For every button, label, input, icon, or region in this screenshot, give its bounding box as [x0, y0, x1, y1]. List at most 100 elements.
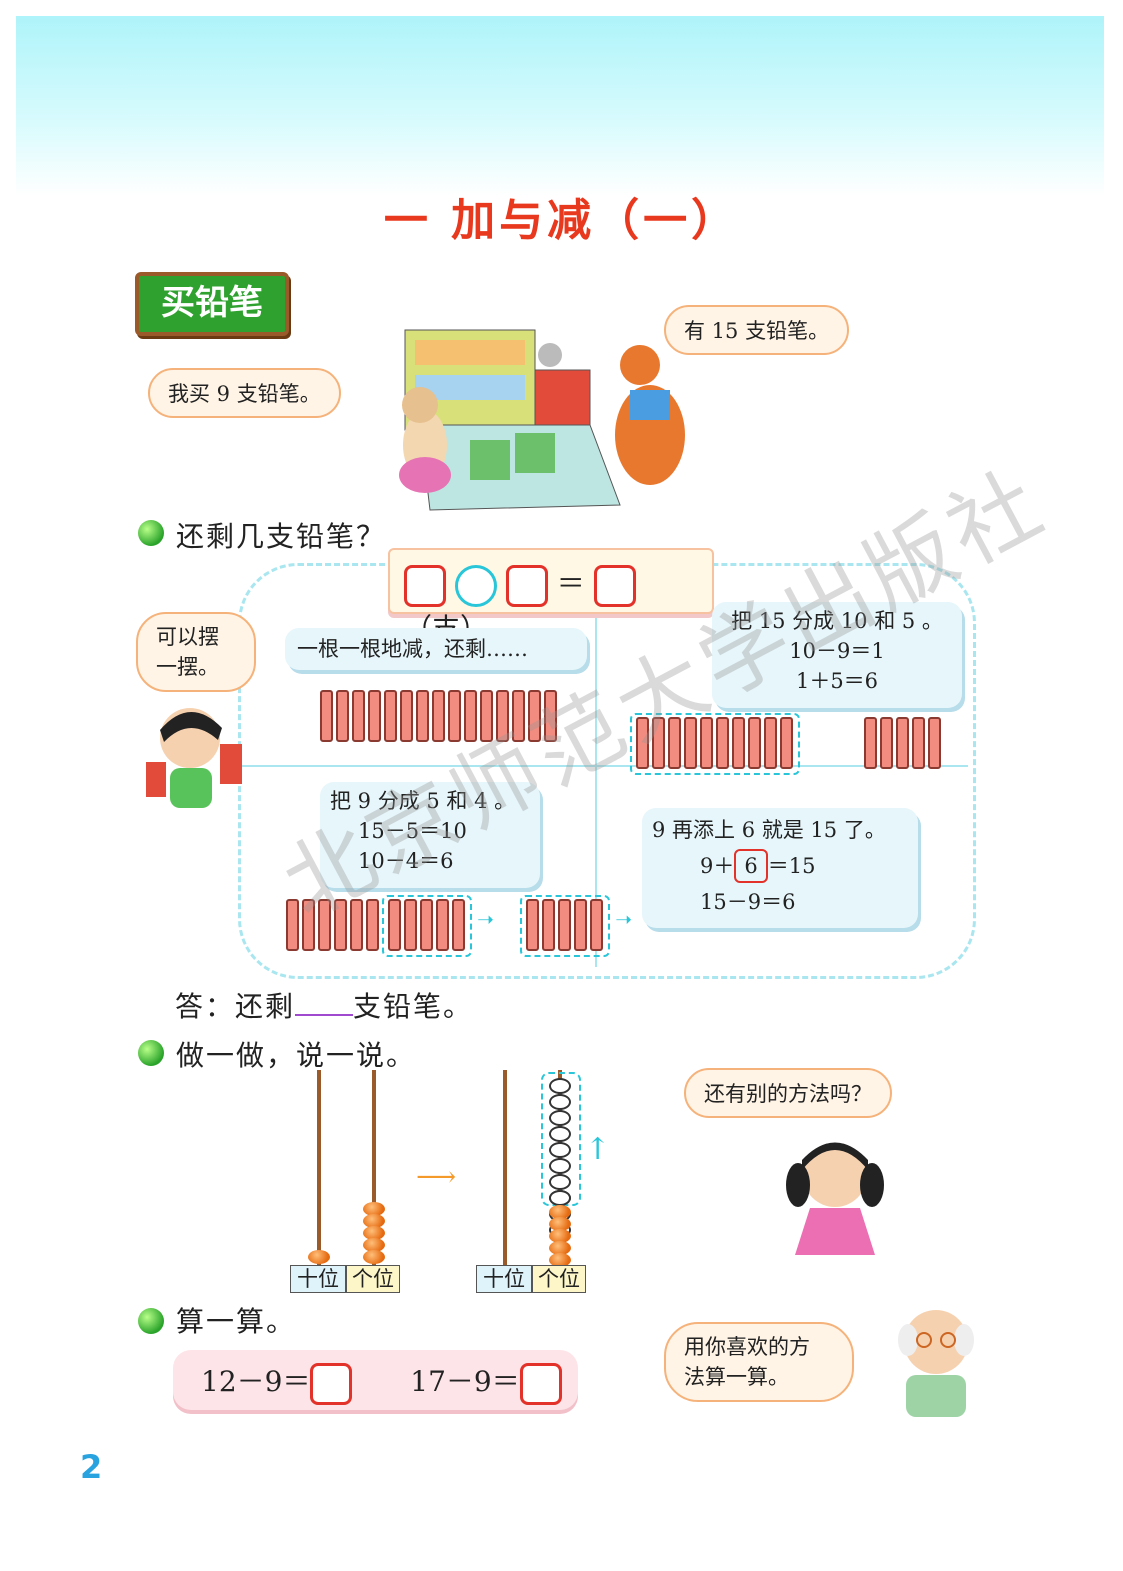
divider	[240, 765, 968, 767]
stick	[320, 690, 333, 742]
abacus-label-row: 十位 个位	[290, 1265, 400, 1293]
stick	[636, 717, 649, 769]
stick	[336, 690, 349, 742]
stick	[416, 690, 429, 742]
grandpa-speech-bubble: 用你喜欢的方 法算一算。	[664, 1322, 854, 1402]
calc-bar: 12－9＝ 17－9＝	[173, 1350, 578, 1410]
header-band	[16, 16, 1104, 196]
sticks-row	[630, 713, 944, 775]
stick	[302, 899, 315, 951]
stick	[732, 717, 745, 769]
stick	[388, 899, 401, 951]
stick	[432, 690, 445, 742]
abacus-beads	[549, 1205, 571, 1267]
stick	[748, 717, 761, 769]
card-line: 1＋5＝6	[795, 669, 879, 693]
boy-speech-bubble: 可以摆 一摆。	[136, 612, 256, 692]
stick	[368, 690, 381, 742]
bubble-line: 法算一算。	[684, 1365, 789, 1389]
card-line: 把 9 分成 5 和 4 。	[330, 789, 516, 813]
stick	[480, 690, 493, 742]
stick	[352, 690, 365, 742]
stick	[452, 899, 465, 951]
stick	[350, 899, 363, 951]
answer-prefix: 答：还剩	[175, 990, 296, 1023]
question-calculate: 算一算。	[176, 1305, 297, 1338]
stick	[912, 717, 926, 769]
operator-circle[interactable]	[454, 564, 497, 607]
method-card: 9 再添上 6 就是 15 了。 9＋6＝15 15－9＝6	[642, 808, 918, 928]
lesson-title: 买铅笔	[135, 272, 289, 336]
stick	[928, 717, 942, 769]
stick	[334, 899, 347, 951]
tens-label: 十位	[476, 1265, 532, 1293]
card-line: 15－9＝6	[700, 890, 796, 914]
answer-box[interactable]	[310, 1362, 353, 1405]
arrow-up-icon: ↑	[585, 1132, 611, 1167]
stick	[400, 690, 413, 742]
abacus-rod	[372, 1070, 376, 1265]
stick	[880, 717, 894, 769]
stick	[896, 717, 910, 769]
grandpa-illustration	[898, 1310, 974, 1417]
ones-label: 个位	[346, 1265, 400, 1293]
divider	[595, 612, 597, 967]
stick	[404, 899, 417, 951]
abacus-label-row: 十位 个位	[476, 1265, 586, 1293]
bullet-icon	[138, 1040, 164, 1066]
stick	[464, 690, 477, 742]
stick	[558, 899, 572, 951]
bullet-icon	[138, 1308, 164, 1334]
question-remaining: 还剩几支铅笔？	[176, 520, 387, 553]
answer-box[interactable]	[505, 564, 548, 607]
abacus-rod	[503, 1070, 507, 1265]
stick	[542, 899, 556, 951]
equals-sign: ＝	[556, 567, 585, 600]
arrow-right-icon: ⟶	[416, 1160, 457, 1193]
kangaroo-speech-bubble: 有 15 支铅笔。	[664, 305, 850, 355]
abacus-beads	[549, 1190, 571, 1206]
method-card: 一根一根地减，还剩……	[285, 628, 587, 670]
stick	[544, 690, 557, 742]
stick	[780, 717, 793, 769]
bubble-line: 一摆。	[156, 655, 219, 679]
stick	[384, 690, 397, 742]
calc-expression: 17－9＝	[410, 1365, 520, 1398]
card-line: 9 再添上 6 就是 15 了。	[652, 818, 886, 842]
stick	[496, 690, 509, 742]
bullet-icon	[138, 520, 164, 546]
stick	[436, 899, 449, 951]
card-line: 10－4＝6	[358, 849, 454, 873]
method-card: 把 15 分成 10 和 5 。 10－9＝1 1＋5＝6	[712, 602, 962, 708]
stick	[448, 690, 461, 742]
stick	[420, 899, 433, 951]
stick	[684, 717, 697, 769]
stick	[366, 899, 379, 951]
stick	[764, 717, 777, 769]
answer-box[interactable]	[404, 564, 446, 607]
stick	[668, 717, 681, 769]
shop-illustration	[399, 329, 685, 511]
method-card: 把 9 分成 5 和 4 。 15－5＝10 10－4＝6	[320, 782, 540, 888]
ones-label: 个位	[532, 1265, 586, 1293]
abacus-bead	[308, 1250, 330, 1264]
page-number: 2	[80, 1448, 103, 1486]
answer-box[interactable]	[593, 564, 636, 607]
bubble-line: 用你喜欢的方	[684, 1335, 810, 1359]
sticks-row	[320, 690, 560, 746]
stick	[590, 899, 604, 951]
abacus-beads	[363, 1202, 385, 1264]
stick	[574, 899, 588, 951]
stick	[512, 690, 525, 742]
stick	[526, 899, 540, 951]
arrow-right-icon: ➝	[615, 907, 633, 931]
equation-bar: ＝ （支）	[388, 548, 714, 645]
bubble-line: 可以摆	[156, 625, 219, 649]
card-line: 15－5＝10	[358, 819, 467, 843]
answer-blank[interactable]	[295, 1014, 354, 1016]
card-line: 10－9＝1	[789, 639, 885, 663]
stick	[528, 690, 541, 742]
answer-suffix: 支铅笔。	[353, 990, 474, 1023]
answer-box[interactable]	[519, 1362, 562, 1405]
stick	[700, 717, 713, 769]
